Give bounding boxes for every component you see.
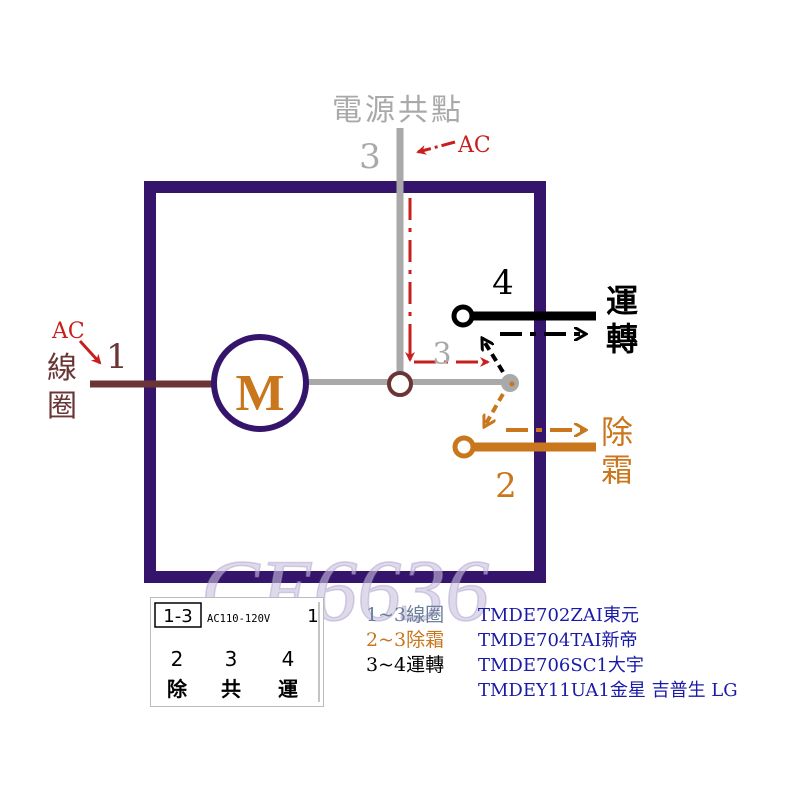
switch-defrost-arrow [482,393,505,427]
run-label-1: 運 [606,282,638,320]
timer-label-drawing: 1-3 AC110-120V 1 2 3 4 除 共 運 [154,602,320,702]
motor-label: M [235,365,284,422]
common-flow-arrow [408,198,490,367]
switch-pivot-dot [509,381,515,387]
defrost-terminal [452,435,476,459]
common-node [387,371,413,397]
model-item: TMDE704TAI新帝 [478,630,638,651]
terminal-3-mid: 3 [432,337,451,372]
defrost-label-2: 霜 [601,451,633,489]
terminal-1: 1 [106,337,128,377]
terminal-2: 2 [495,466,517,506]
label-num-4: 4 [282,647,295,671]
ac-top-label: AC [457,133,491,158]
label-ch-defrost: 除 [167,677,188,701]
ac-left-arrow [78,339,102,365]
model-item: TMDE706SC1大宇 [478,655,644,676]
ac-top-arrow [416,140,456,155]
label-pins: 1-3 [163,606,192,627]
motor-circle [211,334,309,432]
terminal-4: 4 [492,263,514,303]
terminal-3-top: 3 [359,137,381,177]
run-label-2: 轉 [606,320,638,358]
coil-label-2: 圈 [47,389,77,424]
label-num-2: 2 [171,647,184,671]
model-item: TMDE702ZAI東元 [478,605,639,626]
coil-label-1: 線 [47,351,77,386]
legend-coil: 1~3線圈 [366,604,445,626]
timer-label-box: 1-3 AC110-120V 1 2 3 4 除 共 運 [150,597,324,707]
legend: 1~3線圈 2~3除霜 3~4運轉 [366,603,444,678]
label-ch-common: 共 [221,677,241,701]
model-item: TMDEY11UA1金星 吉普生 LG [478,680,738,701]
common-point-title: 電源共點 [332,93,464,128]
label-pin1: 1 [307,606,318,627]
legend-defrost: 2~3除霜 [366,629,445,651]
legend-run: 3~4運轉 [366,654,445,676]
label-num-3: 3 [225,647,238,671]
switch-run-arrow [480,338,505,374]
model-list: TMDE702ZAI東元 TMDE704TAI新帝 TMDE706SC1大宇 T… [478,603,738,703]
run-terminal [451,304,475,328]
label-ch-run: 運 [278,677,298,701]
label-voltage: AC110-120V [207,613,271,625]
defrost-label-1: 除 [601,413,633,451]
ac-left-label: AC [51,319,85,344]
